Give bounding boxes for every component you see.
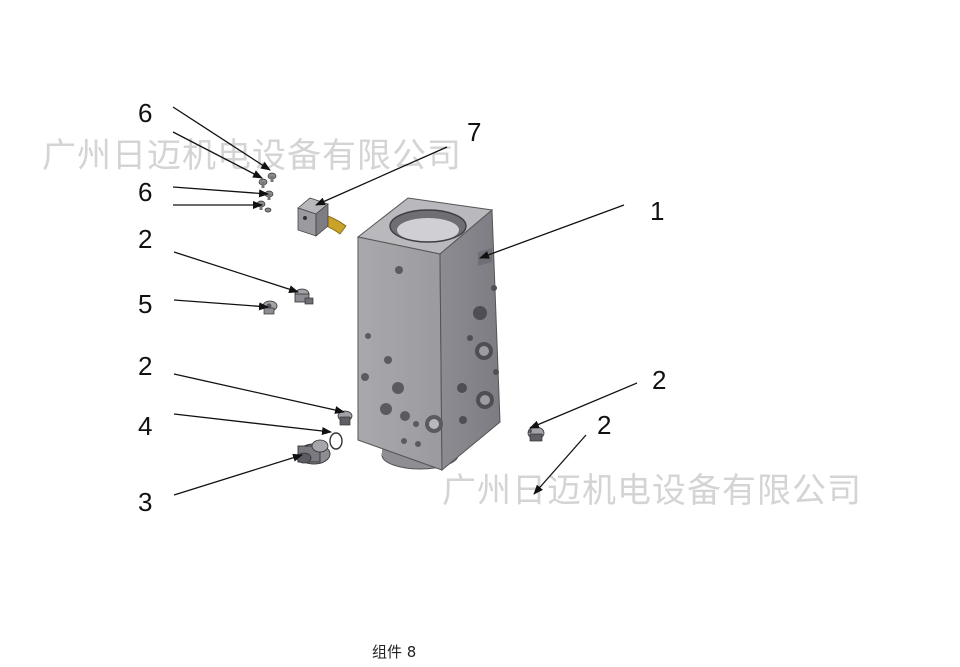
fitting-icon [296, 439, 331, 465]
leader-lines [172, 106, 638, 496]
watermark-bottom: 广州日迈机电设备有限公司 [442, 471, 862, 511]
callout-7: 7 [467, 117, 481, 147]
callout-6-lower: 6 [138, 177, 152, 207]
solenoid-connector-icon [297, 197, 347, 237]
callout-2-middle: 2 [138, 351, 152, 381]
callout-6-top: 6 [138, 98, 152, 128]
o-ring-icon [329, 432, 343, 450]
callout-3: 3 [138, 487, 152, 517]
callout-5: 5 [138, 289, 152, 319]
watermark-top: 广州日迈机电设备有限公司 [42, 136, 462, 176]
callout-4: 4 [138, 411, 152, 441]
valve-block-icon [356, 197, 501, 472]
screw-icon [256, 172, 277, 213]
callout-1: 1 [650, 196, 664, 226]
callout-2-right: 2 [652, 365, 666, 395]
callout-2-lower-right: 2 [597, 410, 611, 440]
callout-2-upper: 2 [138, 224, 152, 254]
figure-caption: 组件 8 [372, 643, 416, 661]
